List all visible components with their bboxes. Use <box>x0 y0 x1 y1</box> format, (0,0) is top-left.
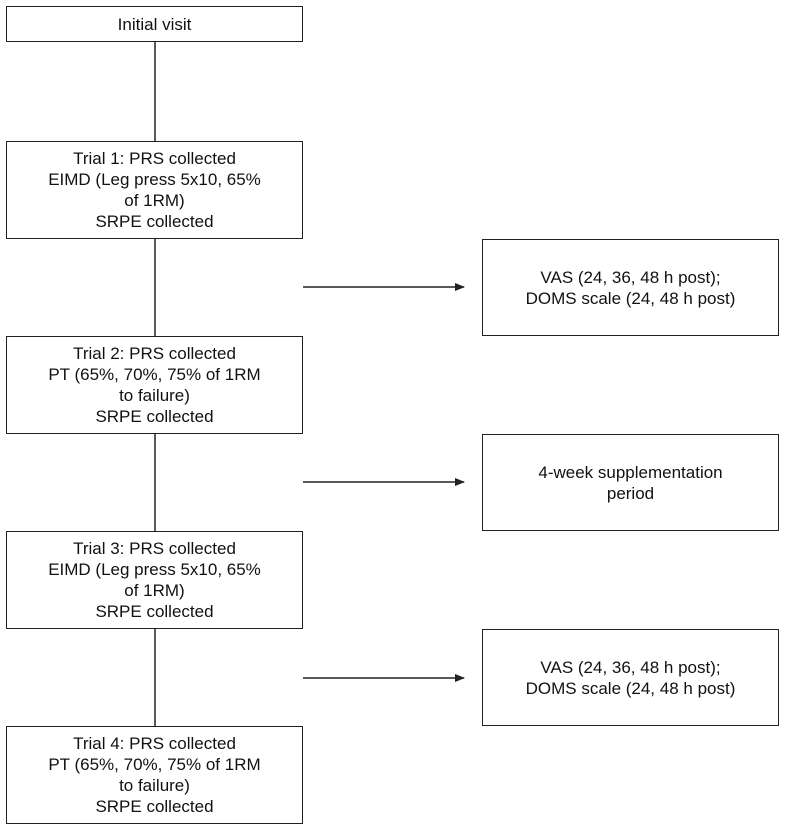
trial-1-box: Trial 1: PRS collected EIMD (Leg press 5… <box>6 141 303 239</box>
side-note-1-line-2: DOMS scale (24, 48 h post) <box>525 288 736 308</box>
trial-1-line-3: of 1RM) <box>124 191 185 210</box>
side-note-3-line-2: DOMS scale (24, 48 h post) <box>525 678 736 698</box>
side-note-2-line-1: 4-week supplementation <box>538 462 723 482</box>
trial-3-line-2: EIMD (Leg press 5x10, 65% <box>48 560 261 579</box>
trial-1-line-1: Trial 1: PRS collected <box>73 149 236 168</box>
trial-3-line-4: SRPE collected <box>95 602 214 621</box>
trial-2-line-3: to failure) <box>119 386 190 405</box>
trial-2-box: Trial 2: PRS collected PT (65%, 70%, 75%… <box>6 336 303 434</box>
side-note-1-line-1: VAS (24, 36, 48 h post); <box>540 267 721 287</box>
trial-1-line-2: EIMD (Leg press 5x10, 65% <box>48 170 261 189</box>
side-note-2-box: 4-week supplementation period <box>482 434 779 531</box>
trial-4-line-1: Trial 4: PRS collected <box>73 734 236 753</box>
trial-1-line-4: SRPE collected <box>95 212 214 231</box>
side-note-1-box: VAS (24, 36, 48 h post); DOMS scale (24,… <box>482 239 779 336</box>
side-note-2-line-2: period <box>606 483 655 503</box>
side-note-3-box: VAS (24, 36, 48 h post); DOMS scale (24,… <box>482 629 779 726</box>
trial-2-line-1: Trial 2: PRS collected <box>73 344 236 363</box>
initial-visit-label: Initial visit <box>117 14 192 34</box>
trial-3-line-3: of 1RM) <box>124 581 185 600</box>
side-note-3-line-1: VAS (24, 36, 48 h post); <box>540 657 721 677</box>
initial-visit-box: Initial visit <box>6 6 303 42</box>
trial-3-line-1: Trial 3: PRS collected <box>73 539 236 558</box>
trial-4-line-3: to failure) <box>119 776 190 795</box>
trial-4-line-4: SRPE collected <box>95 797 214 816</box>
trial-2-line-2: PT (65%, 70%, 75% of 1RM <box>48 365 261 384</box>
trial-4-box: Trial 4: PRS collected PT (65%, 70%, 75%… <box>6 726 303 824</box>
trial-2-line-4: SRPE collected <box>95 407 214 426</box>
trial-3-box: Trial 3: PRS collected EIMD (Leg press 5… <box>6 531 303 629</box>
trial-4-line-2: PT (65%, 70%, 75% of 1RM <box>48 755 261 774</box>
